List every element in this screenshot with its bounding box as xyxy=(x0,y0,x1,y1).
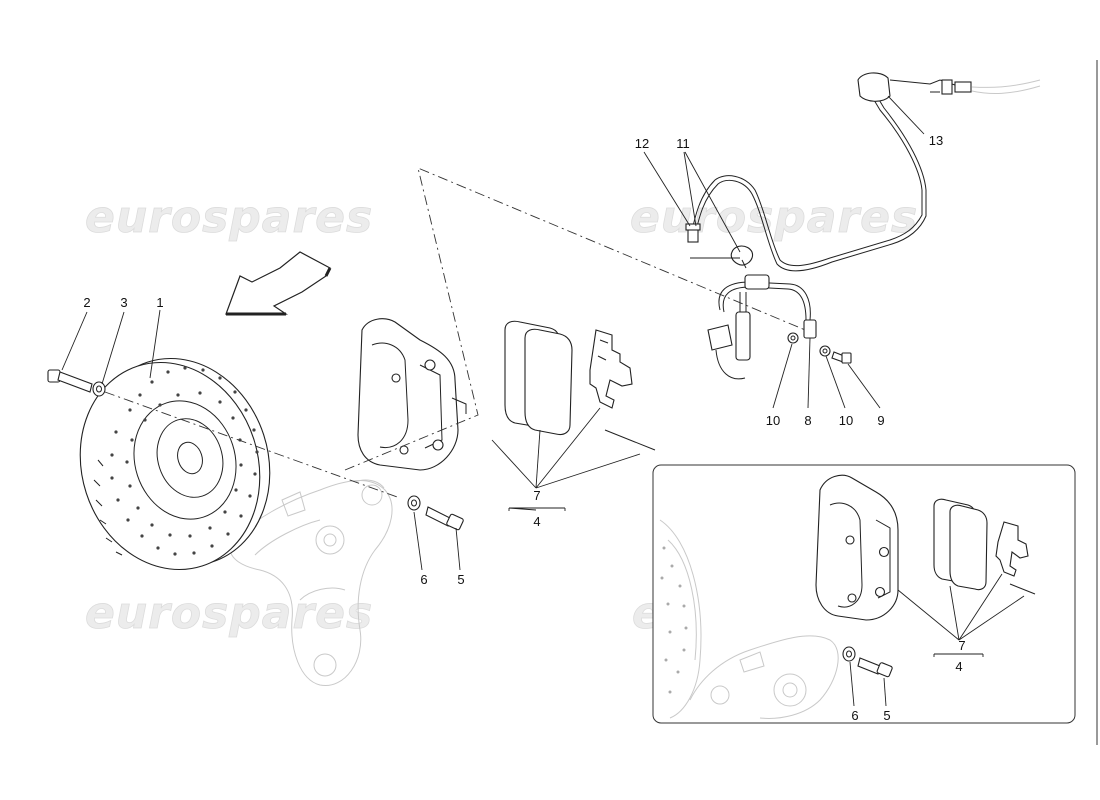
caliper-washer xyxy=(407,495,421,511)
callout-11: 11 xyxy=(676,136,690,151)
callout-13: 13 xyxy=(929,133,943,148)
callout-7-inset: 7 xyxy=(958,638,965,653)
banjo-bolt xyxy=(831,351,852,364)
callout-5-main: 5 xyxy=(457,572,464,587)
callout-4-main: 4 xyxy=(533,514,540,529)
disc-drill-holes xyxy=(110,366,259,556)
inset-detail-panel xyxy=(652,464,1076,724)
caliper-screw xyxy=(425,506,464,531)
brake-pads xyxy=(504,320,573,436)
pad-retaining-spring xyxy=(589,329,633,409)
callout-7-main: 7 xyxy=(533,488,540,503)
callout-6-inset: 6 xyxy=(851,708,858,723)
brake-pipe-assembly xyxy=(689,72,1041,272)
callout-8: 8 xyxy=(804,413,811,428)
callout-10-right: 10 xyxy=(839,413,853,428)
brake-caliper xyxy=(357,318,467,471)
callout-5-inset: 5 xyxy=(883,708,890,723)
callout-6-main: 6 xyxy=(420,572,427,587)
callout-10-left: 10 xyxy=(766,413,780,428)
hose-bracket xyxy=(803,319,817,339)
brake-hose xyxy=(707,274,811,380)
callout-9: 9 xyxy=(877,413,884,428)
watermark-top-right: eurospares xyxy=(630,192,918,243)
bleed-fitting xyxy=(685,223,701,243)
brake-disc xyxy=(79,357,271,571)
callout-12: 12 xyxy=(635,136,649,151)
callout-4-inset: 4 xyxy=(955,659,962,674)
hub-carrier-ghost xyxy=(229,479,393,686)
direction-arrow xyxy=(225,251,332,316)
axis-line-main xyxy=(104,391,401,499)
pad-pin xyxy=(604,429,656,451)
copper-washer-right xyxy=(819,345,831,357)
leader-lines xyxy=(61,95,1025,707)
inset-disc-holes xyxy=(660,546,688,694)
disc-bolt xyxy=(47,369,93,393)
hose-clip xyxy=(730,245,754,269)
copper-washer-left xyxy=(787,332,799,344)
watermark-top-left: eurospares xyxy=(85,192,373,243)
callout-3: 3 xyxy=(120,295,127,310)
callout-2: 2 xyxy=(83,295,90,310)
watermark-bottom-left: eurospares xyxy=(85,588,373,639)
disc-washer xyxy=(92,381,106,397)
callout-labels: 1 2 3 7 4 6 5 12 11 13 10 8 10 9 7 4 6 5 xyxy=(83,133,965,723)
callout-1: 1 xyxy=(156,295,163,310)
